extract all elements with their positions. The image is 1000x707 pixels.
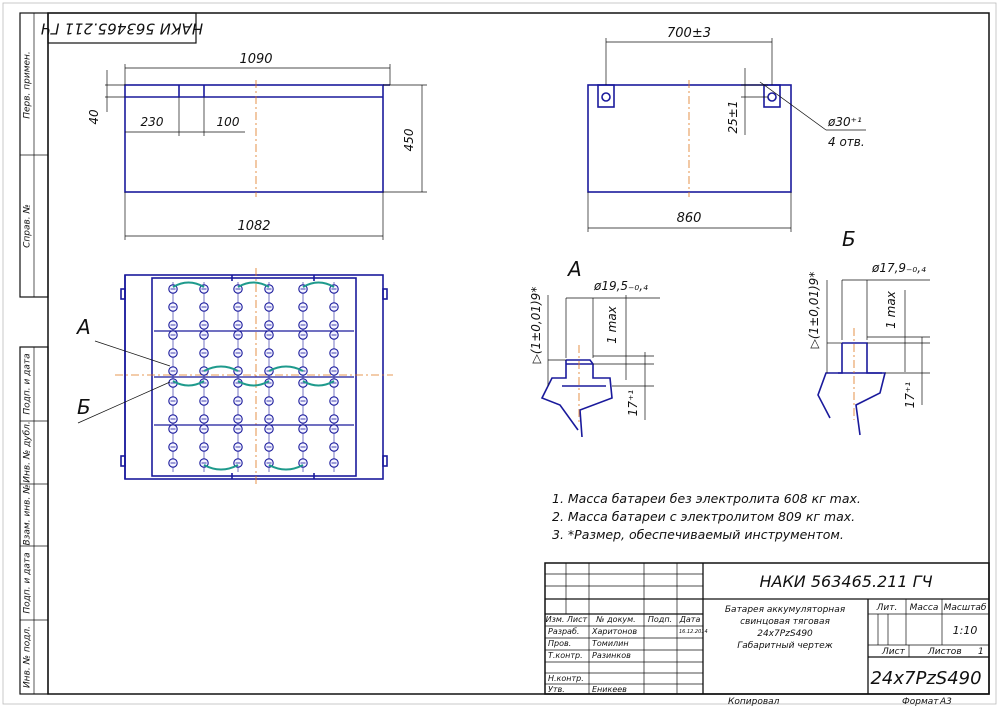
cell-connector: [172, 380, 205, 387]
tb-name-line-2: свинцовая тяговая: [740, 617, 830, 627]
tb-masshtab: Масштаб: [944, 603, 987, 613]
dim-100: 100: [217, 115, 240, 129]
cell-connector: [172, 281, 205, 288]
tb-sheet: Лист: [881, 647, 906, 657]
tb-sheets: Листов: [927, 647, 962, 657]
tb-name-prov: Томилин: [592, 639, 629, 648]
title-block: НАКИ 563465.211 ГЧ Изм. Лист № докум. По…: [544, 562, 990, 707]
tb-name-tkontr: Разинков: [592, 651, 631, 660]
detail-a-max: 1 max: [605, 305, 619, 343]
tb-hdr-sign: Подп.: [648, 615, 672, 624]
stamp-sprav-no: Справ. №: [23, 204, 33, 248]
detail-a-height: ▷(1±0,01)9*: [529, 287, 543, 364]
tb-role-prov: Пров.: [548, 639, 571, 648]
stamp-inv-dubl: Инв. № дубл.: [23, 421, 33, 483]
rotated-code-stamp: НАКИ 563465.211 ГЧ: [41, 12, 203, 44]
cell-grid: [154, 281, 354, 472]
tb-hdr-doc: № докум.: [595, 615, 635, 624]
detail-a: А ø19,5₋₀,₄ ▷(1±0,01)9* 1 max 17⁺¹: [529, 257, 660, 438]
detail-b-diameter: ø17,9₋₀,₄: [871, 261, 926, 275]
side-stamp-column: Перв. примен. Справ. № Подп. и дата Инв.…: [19, 12, 49, 695]
tb-scale: 1:10: [953, 624, 978, 637]
detail-b-height: ▷(1±0,01)9*: [807, 272, 821, 349]
stamp-inv-podl: Инв. № подл.: [23, 626, 33, 688]
dim-25: 25±1: [726, 101, 740, 134]
tb-designation: НАКИ 563465.211 ГЧ: [759, 572, 932, 591]
cell-connector: [268, 464, 304, 471]
tb-name-line-1: Батарея аккумуляторная: [725, 605, 846, 615]
tb-date: 16.12.2014: [679, 629, 708, 635]
dim-700: 700±3: [667, 26, 711, 41]
stamp-podp-data-1: Подп. и дата: [23, 353, 33, 414]
tb-hdr-list: Лист: [566, 615, 588, 624]
detail-a-title: А: [566, 257, 582, 281]
tb-kopiroval: Копировал: [728, 697, 780, 707]
cell-connector: [302, 380, 335, 387]
cell-connector: [203, 464, 239, 471]
tb-lit: Лит.: [876, 603, 898, 613]
plan-view: А Б: [75, 268, 393, 486]
tb-name-utv: Еникеев: [592, 685, 627, 694]
dim-230: 230: [141, 115, 164, 129]
note-1: 1. Масса батареи без электролита 608 кг …: [552, 491, 861, 506]
cell-connector: [237, 281, 270, 288]
tb-sheets-value: 1: [978, 647, 984, 657]
detail-b-17: 17⁺¹: [903, 382, 917, 409]
rotated-code-text: НАКИ 563465.211 ГЧ: [41, 20, 203, 38]
tb-format: Формат: [902, 697, 939, 707]
detail-b: Б ø17,9₋₀,₄ ▷(1±0,01)9* 1 max 17⁺¹: [807, 227, 930, 436]
dim-40: 40: [87, 109, 101, 125]
dim-860: 860: [677, 211, 702, 226]
front-view: 1090 40 230 100 450 1082: [87, 52, 427, 240]
tb-role-utv: Утв.: [548, 685, 565, 694]
tb-role-razrab: Разраб.: [548, 627, 579, 636]
tb-name-line-3: 24x7PzS490: [757, 629, 813, 639]
notes: 1. Масса батареи без электролита 608 кг …: [552, 491, 861, 542]
tb-model: 24x7PzS490: [870, 668, 981, 689]
tb-name-line-4: Габаритный чертеж: [737, 641, 833, 651]
dim-1090: 1090: [239, 52, 272, 67]
tb-hdr-izm: Изм.: [546, 615, 565, 624]
side-view: 700±3 25±1 ø30⁺¹ 4 отв. 860: [587, 26, 866, 232]
detail-a-diameter: ø19,5₋₀,₄: [593, 279, 648, 293]
note-2: 2. Масса батареи с электролитом 809 кг m…: [552, 509, 855, 524]
tb-massa: Масса: [910, 603, 939, 613]
cell-connector: [237, 380, 270, 387]
tb-hdr-date: Дата: [679, 615, 701, 624]
dim-hole-diameter: ø30⁺¹: [827, 115, 862, 129]
tb-format-value: А3: [939, 697, 952, 707]
note-3: 3. *Размер, обеспечиваемый инструментом.: [552, 527, 844, 542]
dim-1082: 1082: [237, 219, 270, 234]
stamp-vzam-inv: Взам. инв. №: [23, 484, 33, 545]
plan-label-a: А: [75, 315, 91, 339]
detail-a-17: 17⁺¹: [626, 390, 640, 417]
dim-450: 450: [402, 128, 416, 151]
tb-role-tkontr: Т.контр.: [548, 651, 583, 660]
tb-role-nkontr: Н.контр.: [548, 674, 584, 683]
dim-holes-count: 4 отв.: [828, 135, 865, 149]
cell-connector: [268, 365, 304, 372]
cell-connector: [203, 365, 239, 372]
stamp-perv-primen: Перв. примен.: [23, 51, 33, 119]
stamp-podp-data-2: Подп. и дата: [23, 552, 33, 613]
tb-name-razrab: Харитонов: [591, 627, 637, 636]
cell-connector: [302, 281, 335, 288]
plan-label-b: Б: [77, 395, 91, 419]
detail-b-title: Б: [842, 227, 856, 251]
detail-b-max: 1 max: [884, 290, 898, 328]
